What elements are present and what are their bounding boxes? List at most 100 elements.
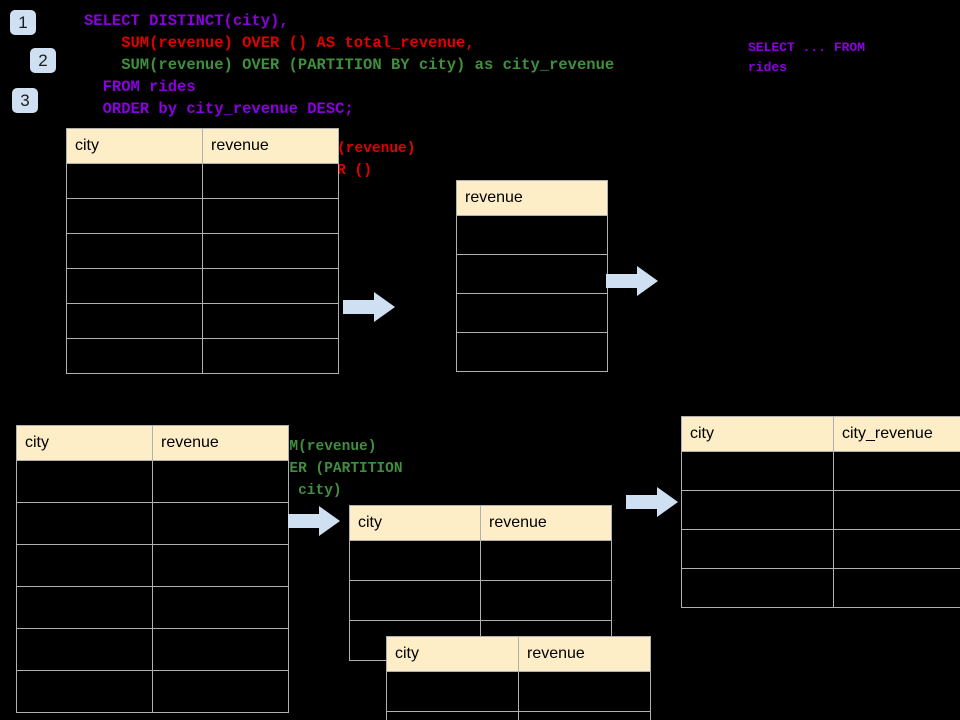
table-row — [681, 490, 960, 530]
table-row — [681, 529, 960, 569]
annotation-city-revenue-line2: OVER (PARTITION — [272, 461, 403, 477]
table-cell — [202, 233, 339, 269]
table-row — [681, 568, 960, 608]
column-header-city: city — [16, 425, 153, 461]
table-cell — [386, 671, 519, 712]
table-cell — [66, 268, 203, 304]
step-badge-1: 1 — [10, 10, 36, 35]
arrow-to-total-revenue-icon — [343, 292, 395, 322]
table-row — [456, 332, 608, 372]
table-source-bottom: city revenue — [16, 425, 289, 713]
table-cell — [833, 568, 960, 608]
column-header-revenue: revenue — [152, 425, 289, 461]
table-header-row: city revenue — [16, 425, 289, 461]
table-row — [456, 254, 608, 294]
table-cell — [16, 670, 153, 713]
table-cell — [349, 580, 481, 621]
table-row — [16, 544, 289, 587]
table-cell — [152, 586, 289, 629]
sql-line-from: FROM rides — [84, 78, 196, 96]
table-cell — [152, 670, 289, 713]
table-cell — [66, 198, 203, 234]
table-row — [386, 671, 651, 712]
side-note-select-from-line2: rides — [748, 60, 788, 75]
table-cell — [480, 580, 612, 621]
table-cell — [16, 502, 153, 545]
table-cell — [152, 502, 289, 545]
column-header-city: city — [386, 636, 519, 672]
table-cell — [681, 451, 834, 491]
table-cell — [16, 586, 153, 629]
table-cell — [681, 568, 834, 608]
step-badge-3: 3 — [12, 88, 38, 113]
column-header-city: city — [681, 416, 834, 452]
table-final-result: city city_revenue — [681, 416, 960, 608]
table-cell — [202, 163, 339, 199]
table-cell — [386, 711, 519, 720]
column-header-city: city — [349, 505, 481, 541]
table-cell — [349, 540, 481, 581]
column-header-revenue: revenue — [480, 505, 612, 541]
table-cell — [518, 711, 651, 720]
arrow-total-revenue-out-icon — [606, 266, 658, 296]
annotation-city-revenue-line1: SUM(revenue) — [272, 439, 377, 455]
table-cell — [202, 198, 339, 234]
table-row — [66, 338, 339, 374]
column-header-revenue: revenue — [202, 128, 339, 164]
sql-line-total-revenue: SUM(revenue) OVER () AS total_revenue, — [84, 34, 475, 52]
table-cell — [202, 303, 339, 339]
table-row — [16, 586, 289, 629]
table-cell — [16, 544, 153, 587]
table-cell — [833, 451, 960, 491]
column-header-revenue: revenue — [518, 636, 651, 672]
table-row — [66, 268, 339, 304]
table-row — [66, 198, 339, 234]
table-row — [66, 303, 339, 339]
table-body — [681, 451, 960, 608]
column-header-city: city — [66, 128, 203, 164]
table-source-top: city revenue — [66, 128, 339, 374]
step-badge-2: 2 — [30, 48, 56, 73]
table-row — [456, 293, 608, 333]
table-header-row: city revenue — [66, 128, 339, 164]
table-header-row: city city_revenue — [681, 416, 960, 452]
table-partition-b: city revenue — [386, 636, 651, 720]
table-cell — [202, 338, 339, 374]
table-cell — [480, 540, 612, 581]
table-cell — [66, 163, 203, 199]
table-row — [16, 670, 289, 713]
table-row — [349, 580, 612, 621]
table-header-row: city revenue — [349, 505, 612, 541]
table-cell — [152, 628, 289, 671]
table-cell — [66, 233, 203, 269]
table-row — [349, 540, 612, 581]
table-cell — [456, 332, 608, 372]
side-note-select-from-line1: SELECT ... FROM — [748, 40, 866, 55]
table-cell — [202, 268, 339, 304]
table-body — [16, 460, 289, 713]
table-row — [66, 233, 339, 269]
table-row — [16, 502, 289, 545]
table-body — [66, 163, 339, 374]
table-row — [16, 628, 289, 671]
table-cell — [152, 544, 289, 587]
table-cell — [456, 254, 608, 294]
table-cell — [66, 303, 203, 339]
arrow-to-final-result-icon — [626, 487, 678, 517]
table-cell — [152, 460, 289, 503]
table-cell — [456, 215, 608, 255]
column-header-revenue: revenue — [456, 180, 608, 216]
table-header-row: city revenue — [386, 636, 651, 672]
arrow-to-partition-icon — [288, 506, 340, 536]
table-cell — [833, 529, 960, 569]
table-row — [456, 215, 608, 255]
table-cell — [833, 490, 960, 530]
sql-line-city-revenue: SUM(revenue) OVER (PARTITION BY city) as… — [84, 56, 615, 74]
table-row — [681, 451, 960, 491]
table-cell — [16, 628, 153, 671]
table-row — [16, 460, 289, 503]
sql-line-order-by: ORDER by city_revenue DESC; — [84, 100, 354, 118]
table-header-row: revenue — [456, 180, 608, 216]
table-cell — [681, 529, 834, 569]
